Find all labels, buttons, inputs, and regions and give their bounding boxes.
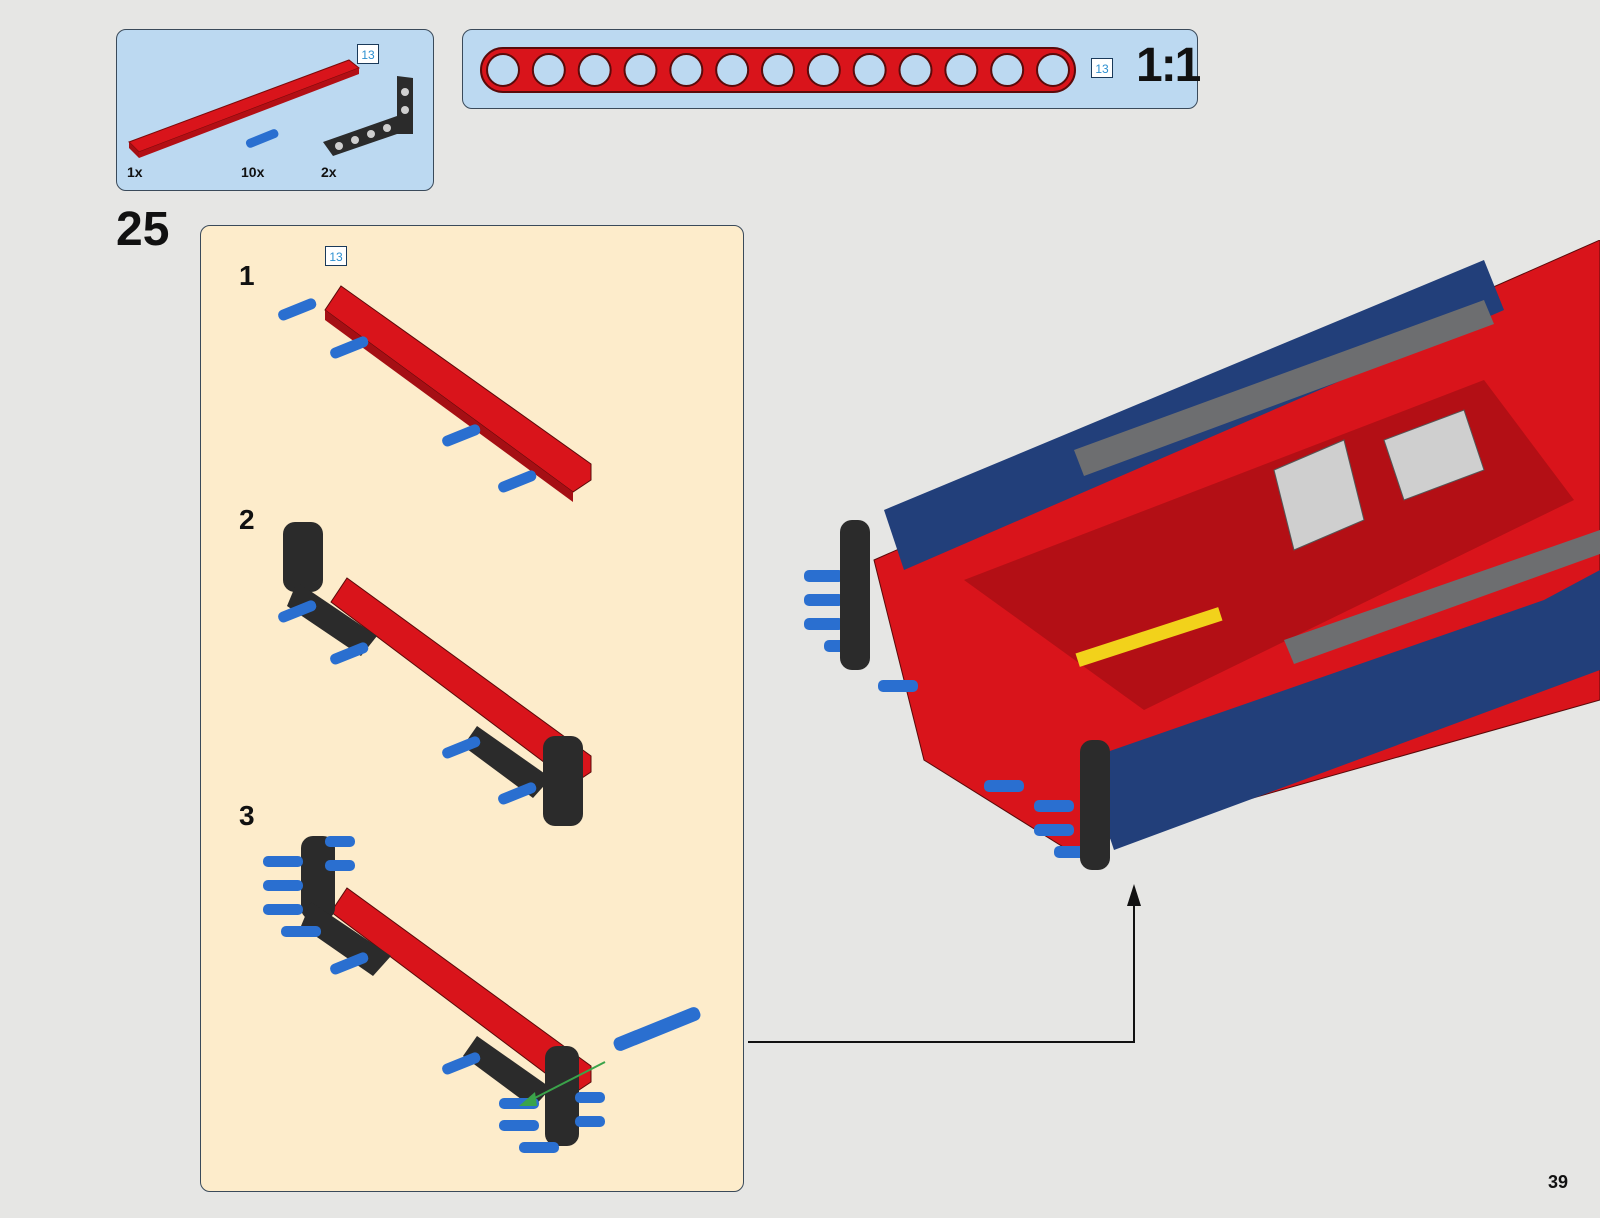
beam-hole	[625, 54, 657, 86]
beam-hole	[762, 54, 794, 86]
beam-hole	[1037, 54, 1069, 86]
beam-hole	[579, 54, 611, 86]
blue-pin-quantity: 10x	[241, 164, 264, 180]
black-l-liftarm-part	[323, 76, 413, 156]
parts-list-panel: 13 1x 10x 2x	[116, 29, 434, 191]
substep-3-assembly	[263, 836, 702, 1153]
scale-length-badge: 13	[1091, 58, 1113, 78]
substep-illustrations	[201, 226, 745, 1193]
beam-hole	[533, 54, 565, 86]
black-liftarm-quantity: 2x	[321, 164, 337, 180]
scale-label: 1:1	[1136, 38, 1199, 93]
beam-hole	[670, 54, 702, 86]
beam-hole	[487, 54, 519, 86]
parts-illustration	[117, 30, 435, 192]
page-number: 39	[1548, 1172, 1568, 1193]
beam-hole	[716, 54, 748, 86]
beam-hole	[808, 54, 840, 86]
step-number: 25	[116, 202, 169, 257]
part-length-badge: 13	[357, 44, 379, 64]
scale-beam-illustration	[463, 30, 1083, 110]
beam-hole	[854, 54, 886, 86]
main-model-illustration	[784, 240, 1600, 920]
scale-callout-panel: 13	[462, 29, 1198, 109]
beam-hole	[945, 54, 977, 86]
beam-hole	[900, 54, 932, 86]
callout-pointer-arrow	[744, 880, 1164, 1110]
beam-hole	[991, 54, 1023, 86]
substep-1-assembly	[277, 286, 591, 502]
substep-panel: 13 1 2 3	[200, 225, 744, 1192]
substep-2-assembly	[277, 522, 591, 826]
blue-pin-part	[245, 128, 280, 149]
red-liftarm-quantity: 1x	[127, 164, 143, 180]
